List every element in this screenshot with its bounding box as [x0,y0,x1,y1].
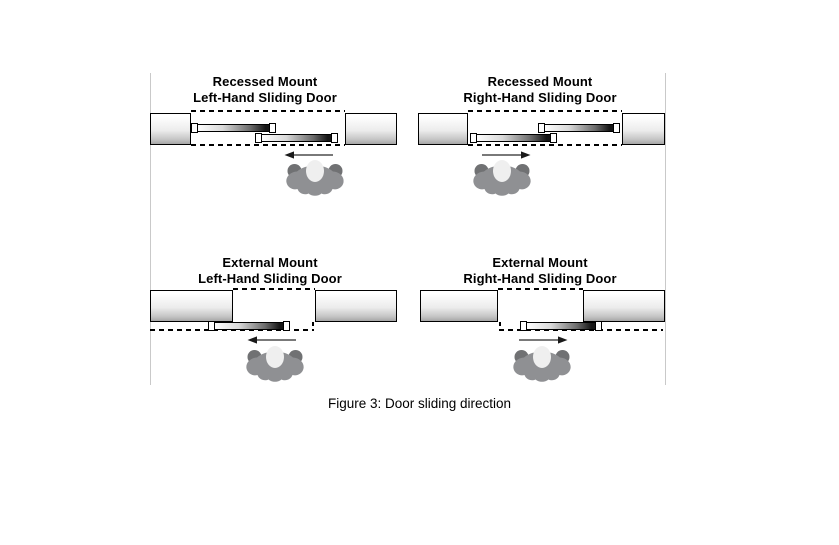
pocket-dashed-bottom [191,144,345,146]
panel-title: Recessed Mount Right-Hand Sliding Door [415,74,665,105]
door-end-cap [283,321,290,331]
track-dashed-side [499,322,501,331]
door-panel-lower [470,133,557,143]
door-gradient-bar [477,134,550,142]
door-end-cap [520,321,527,331]
door-end-cap [550,133,557,143]
wall-right [345,113,397,145]
arrow-left-icon [284,151,333,159]
door-gradient-bar [545,124,613,132]
door-gradient-bar [262,134,331,142]
panel-title: External Mount Left-Hand Sliding Door [145,255,395,286]
arrow-right-icon [519,336,568,344]
panel-title-line1: Recessed Mount [212,74,318,89]
wall-left [150,113,191,145]
opening-dashed-top [233,288,315,290]
person-icon [245,345,305,383]
right-border-rule [665,73,666,385]
person-icon [472,159,532,197]
door-end-cap [255,133,262,143]
pocket-dashed-top [468,110,622,112]
track-dashed-bottom [499,329,663,331]
door-panel [208,321,290,331]
panel-title-line1: Recessed Mount [487,74,593,89]
door-end-cap [191,123,198,133]
door-end-cap [613,123,620,133]
pocket-dashed-top [191,110,345,112]
panel-title-line1: External Mount [492,255,588,270]
door-end-cap [269,123,276,133]
panel-title: External Mount Right-Hand Sliding Door [415,255,665,286]
door-end-cap [538,123,545,133]
panel-title-line2: Right-Hand Sliding Door [463,270,617,286]
person-icon [285,159,345,197]
panel-title-line1: External Mount [222,255,318,270]
door-gradient-bar [527,322,595,330]
panel-title: Recessed Mount Left-Hand Sliding Door [140,74,390,105]
wall-left [418,113,468,145]
door-end-cap [331,133,338,143]
panel-title-line2: Right-Hand Sliding Door [463,89,617,105]
wall-left [420,290,498,322]
wall-right [622,113,665,145]
figure-caption: Figure 3: Door sliding direction [327,396,512,411]
door-panel-lower [255,133,338,143]
panel-title-line2: Left-Hand Sliding Door [193,89,337,105]
track-dashed-bottom [150,329,314,331]
wall-left [150,290,233,322]
door-end-cap [470,133,477,143]
wall-right [315,290,397,322]
pocket-dashed-bottom [468,144,622,146]
arrow-right-icon [482,151,531,159]
arrow-left-icon [247,336,296,344]
wall-right [583,290,665,322]
door-end-cap [595,321,602,331]
door-panel [520,321,602,331]
door-end-cap [208,321,215,331]
opening-dashed-top [498,288,583,290]
person-icon [512,345,572,383]
panel-title-line2: Left-Hand Sliding Door [198,270,342,286]
door-panel-upper [538,123,620,133]
door-gradient-bar [198,124,269,132]
door-panel-upper [191,123,276,133]
left-border-rule [150,73,151,385]
track-dashed-side [312,322,314,331]
door-gradient-bar [215,322,283,330]
